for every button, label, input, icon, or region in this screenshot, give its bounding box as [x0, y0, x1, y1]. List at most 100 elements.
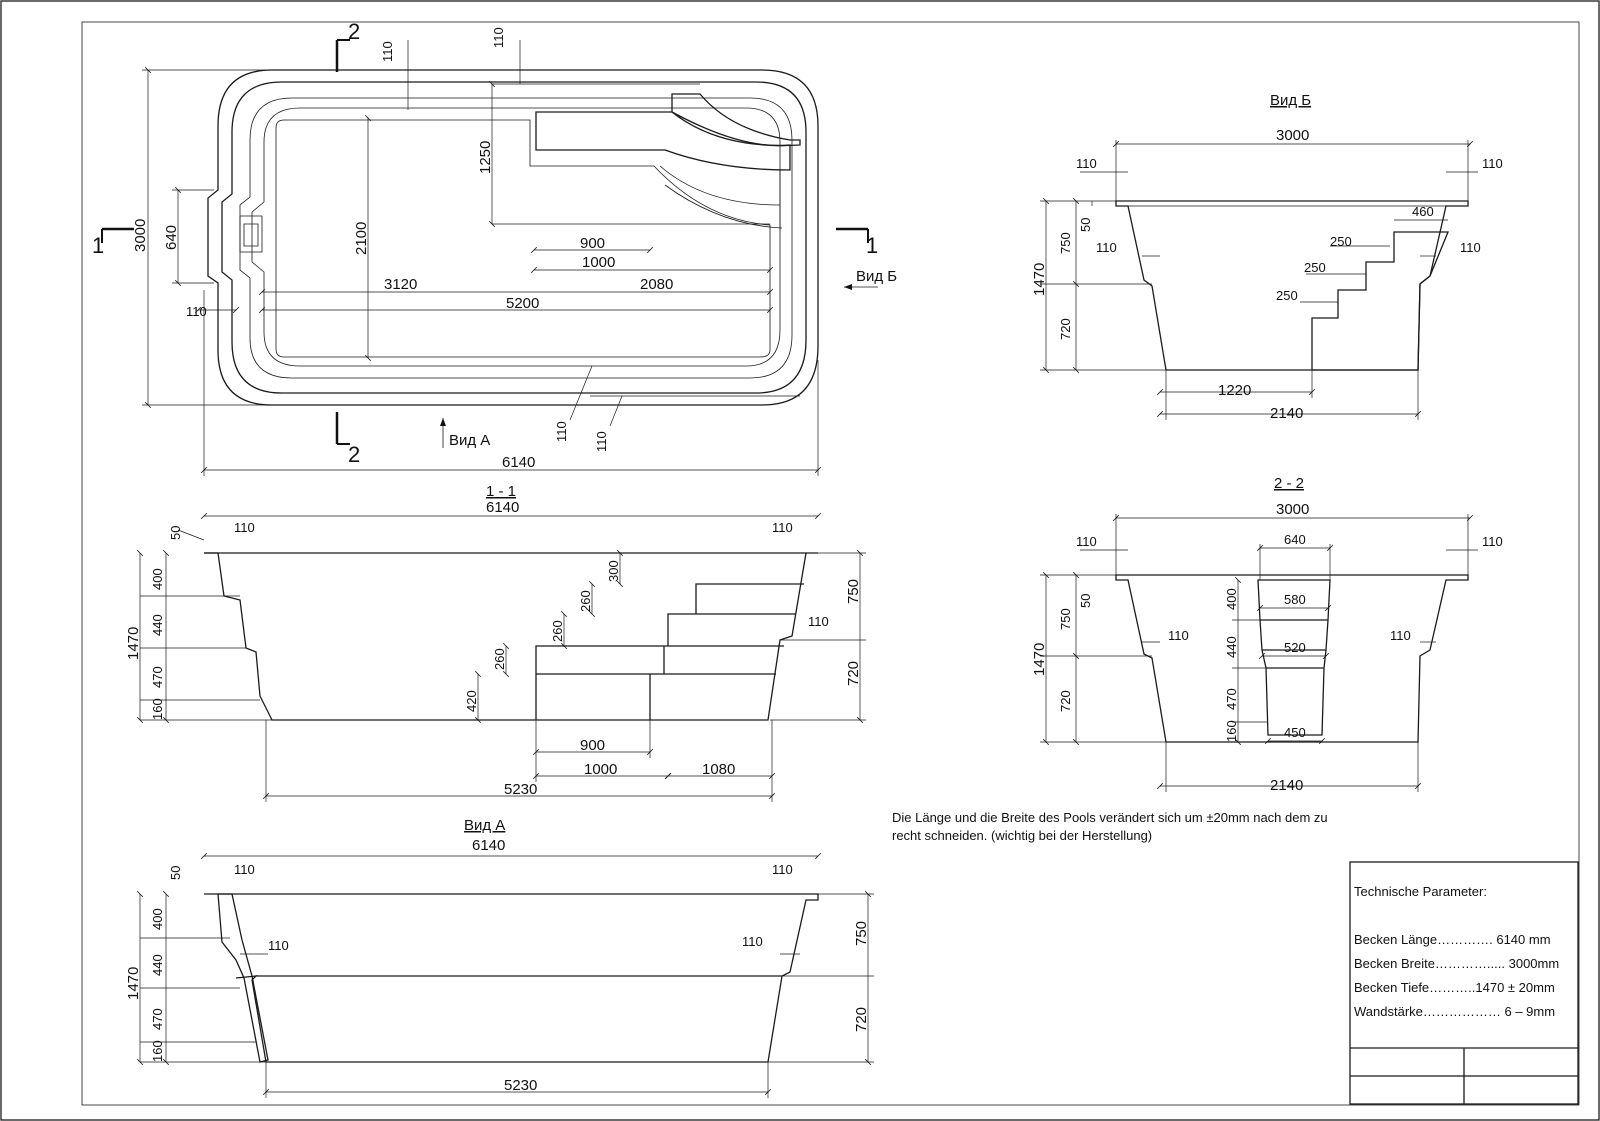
dim-s11-260-a: 260: [578, 590, 593, 612]
dim-s11-420: 420: [464, 690, 479, 712]
dim-vb-110-left: 110: [1076, 156, 1097, 171]
dim-vb-250-b: 250: [1304, 260, 1326, 275]
section-mark-2-bottom: 2: [335, 412, 360, 467]
dim-vb-110-right: 110: [1482, 156, 1503, 171]
dim-s22-1470: 1470: [1031, 643, 1048, 676]
dim-va-110-inner-right: 110: [742, 934, 763, 949]
title-block-row-depth: Becken Tiefe………..1470 ± 20mm: [1354, 980, 1555, 995]
dim-s11-160: 160: [150, 698, 165, 720]
section-1-right-label: 1: [866, 233, 878, 258]
dim-va-470: 470: [150, 1008, 165, 1030]
dim-plan-110-bottom-1: 110: [554, 421, 569, 442]
section-2-2-dim-labels: 110 110 640 580 520 450 50 750 1470 720 …: [1031, 532, 1503, 794]
section-mark-1-left: 1: [92, 227, 134, 258]
dim-vb-1220: 1220: [1218, 382, 1251, 399]
dim-va-1470: 1470: [125, 967, 142, 1000]
dim-va-400: 400: [150, 908, 165, 930]
dim-plan-3120: 3120: [384, 276, 417, 293]
dim-s22-160: 160: [1224, 720, 1239, 742]
plan-dimension-labels: 3000 640 110 110 2100 1250 900 1000 3120…: [132, 27, 673, 471]
section-1-1-steps: [535, 583, 804, 720]
dim-vb-1470: 1470: [1031, 263, 1048, 296]
dim-va-720: 720: [853, 1007, 870, 1032]
dim-va-6140: 6140: [472, 837, 505, 854]
dim-s11-110-step: 110: [808, 614, 829, 629]
dim-s22-450: 450: [1284, 725, 1306, 740]
dim-plan-1250: 1250: [477, 141, 494, 174]
dim-va-110-left: 110: [234, 862, 255, 877]
dim-vb-460: 460: [1412, 204, 1434, 219]
dim-vb-110-wall-right: 110: [1460, 240, 1481, 255]
title-block: Technische Parameter: Becken Länge…………. …: [1349, 861, 1579, 1105]
plan-dimensions: [142, 40, 822, 476]
dim-plan-900: 900: [580, 235, 605, 252]
dim-plan-3000: 3000: [132, 219, 149, 252]
dim-vb-2140: 2140: [1270, 405, 1303, 422]
dim-s11-260-c: 260: [492, 648, 507, 670]
title-block-row-length: Becken Länge…………. 6140 mm: [1354, 932, 1551, 947]
plan-view: 2 2 1 1 Вид Б Вид А: [92, 19, 897, 476]
plan-side-bay: [239, 215, 263, 253]
dim-s22-720: 720: [1058, 690, 1073, 712]
view-b-arrow: Вид Б: [844, 268, 897, 290]
section-mark-2-top: 2: [335, 19, 360, 72]
dim-s11-400: 400: [150, 568, 165, 590]
plan-stairs-curve-2: [659, 165, 783, 229]
section-2-2-ladder: [1257, 579, 1331, 736]
section-mark-1-right: 1: [836, 227, 878, 258]
dim-plan-1000: 1000: [582, 254, 615, 271]
view-a-dimensions: [136, 890, 874, 1098]
dim-s22-110-left: 110: [1076, 534, 1097, 549]
view-b-arrow-label: Вид Б: [856, 268, 897, 285]
view-b-shell: [1115, 200, 1469, 371]
dim-s22-50: 50: [1078, 594, 1093, 608]
view-a-arrow: Вид А: [440, 418, 490, 449]
view-b: Вид Б 3000: [1031, 92, 1503, 422]
dim-s22-3000: 3000: [1276, 501, 1309, 518]
section-1-1: 1 - 1 6140: [125, 483, 866, 802]
dim-plan-110-top-right: 110: [491, 27, 506, 48]
plan-floor-contour: [275, 119, 771, 358]
dim-va-5230: 5230: [504, 1077, 537, 1094]
view-b-title: Вид Б: [1270, 92, 1311, 109]
dim-s11-1080: 1080: [702, 761, 735, 778]
section-1-1-dim-labels: 50 110 110 400 440 470 160 1470 300 260 …: [125, 520, 862, 798]
dim-s11-750: 750: [845, 579, 862, 604]
dim-vb-720: 720: [1058, 318, 1073, 340]
dim-s22-110-wall-left: 110: [1168, 628, 1189, 643]
title-block-row-width: Becken Breite…………..... 3000mm: [1354, 956, 1559, 971]
view-b-steps-hatch: [1311, 231, 1449, 371]
manufacturing-note: Die Länge und die Breite des Pools verän…: [892, 810, 1328, 843]
dim-s11-5230: 5230: [504, 781, 537, 798]
dim-vb-750: 750: [1058, 232, 1073, 254]
view-a-arrow-label: Вид А: [449, 432, 490, 449]
plan-step-contour: [239, 97, 793, 379]
view-a-wall-hatch: [217, 893, 269, 1063]
dim-plan-6140: 6140: [502, 454, 535, 471]
dim-plan-110-left: 110: [186, 304, 207, 319]
dim-vb-250-c: 250: [1276, 288, 1298, 303]
view-a-shell: [204, 893, 819, 1063]
title-block-heading: Technische Parameter:: [1354, 884, 1487, 899]
dim-va-750: 750: [853, 921, 870, 946]
dim-va-110-inner-left: 110: [268, 938, 289, 953]
dim-s11-110-right: 110: [772, 520, 793, 535]
dim-vb-250-a: 250: [1330, 234, 1352, 249]
view-a-dim-labels: 50 110 110 110 110 400 440 470 160 1470 …: [125, 862, 870, 1094]
dim-s22-400: 400: [1224, 588, 1239, 610]
dim-s11-260-b: 260: [550, 620, 565, 642]
dim-s11-1000: 1000: [584, 761, 617, 778]
section-1-left-label: 1: [92, 233, 104, 258]
section-1-1-title: 1 - 1: [486, 483, 516, 500]
plan-inner-contour: [251, 107, 781, 367]
dim-vb-50: 50: [1078, 218, 1093, 232]
dim-s11-50: 50: [168, 526, 183, 540]
dim-s22-110-wall-right: 110: [1390, 628, 1411, 643]
dim-s11-6140: 6140: [486, 499, 519, 516]
dim-s22-470: 470: [1224, 688, 1239, 710]
dim-s22-440: 440: [1224, 636, 1239, 658]
section-2-2-title: 2 - 2: [1274, 475, 1304, 492]
dim-plan-110-bottom-2: 110: [594, 431, 609, 452]
